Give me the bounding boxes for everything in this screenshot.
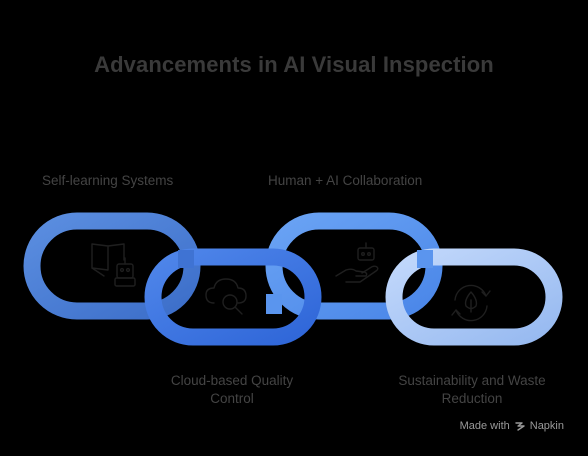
label-line: Control [210, 391, 254, 406]
made-with-text: Made with [459, 420, 510, 432]
label-line: Sustainability and Waste [398, 373, 546, 388]
chain-link-cloud-quality [144, 248, 322, 346]
label-sustainability: Sustainability and Waste Reduction [372, 372, 572, 408]
made-with-napkin-badge[interactable]: Made with Napkin [460, 420, 564, 432]
label-line: Cloud-based Quality [170, 373, 294, 388]
label-line: Human + AI Collaboration [268, 173, 423, 188]
book-robot-icon [91, 243, 136, 287]
label-line: Reduction [441, 391, 503, 406]
label-human-ai: Human + AI Collaboration [268, 172, 422, 190]
cloud-search-icon [205, 278, 247, 315]
label-cloud-quality: Cloud-based Quality Control [140, 372, 324, 408]
interlock-overlap [266, 294, 282, 314]
chain-link-sustainability [385, 248, 563, 346]
label-line: Self-learning Systems [42, 173, 174, 188]
label-self-learning: Self-learning Systems [42, 172, 173, 190]
chain-link-human-ai [265, 212, 443, 320]
napkin-logo-icon [515, 422, 525, 431]
interlock-overlap [178, 250, 194, 268]
page-title: Advancements in AI Visual Inspection [94, 52, 494, 77]
interlock-overlap [417, 250, 433, 268]
hand-robot-icon [335, 242, 379, 283]
recycle-leaf-icon [451, 284, 491, 322]
napkin-brand-text: Napkin [529, 420, 564, 432]
